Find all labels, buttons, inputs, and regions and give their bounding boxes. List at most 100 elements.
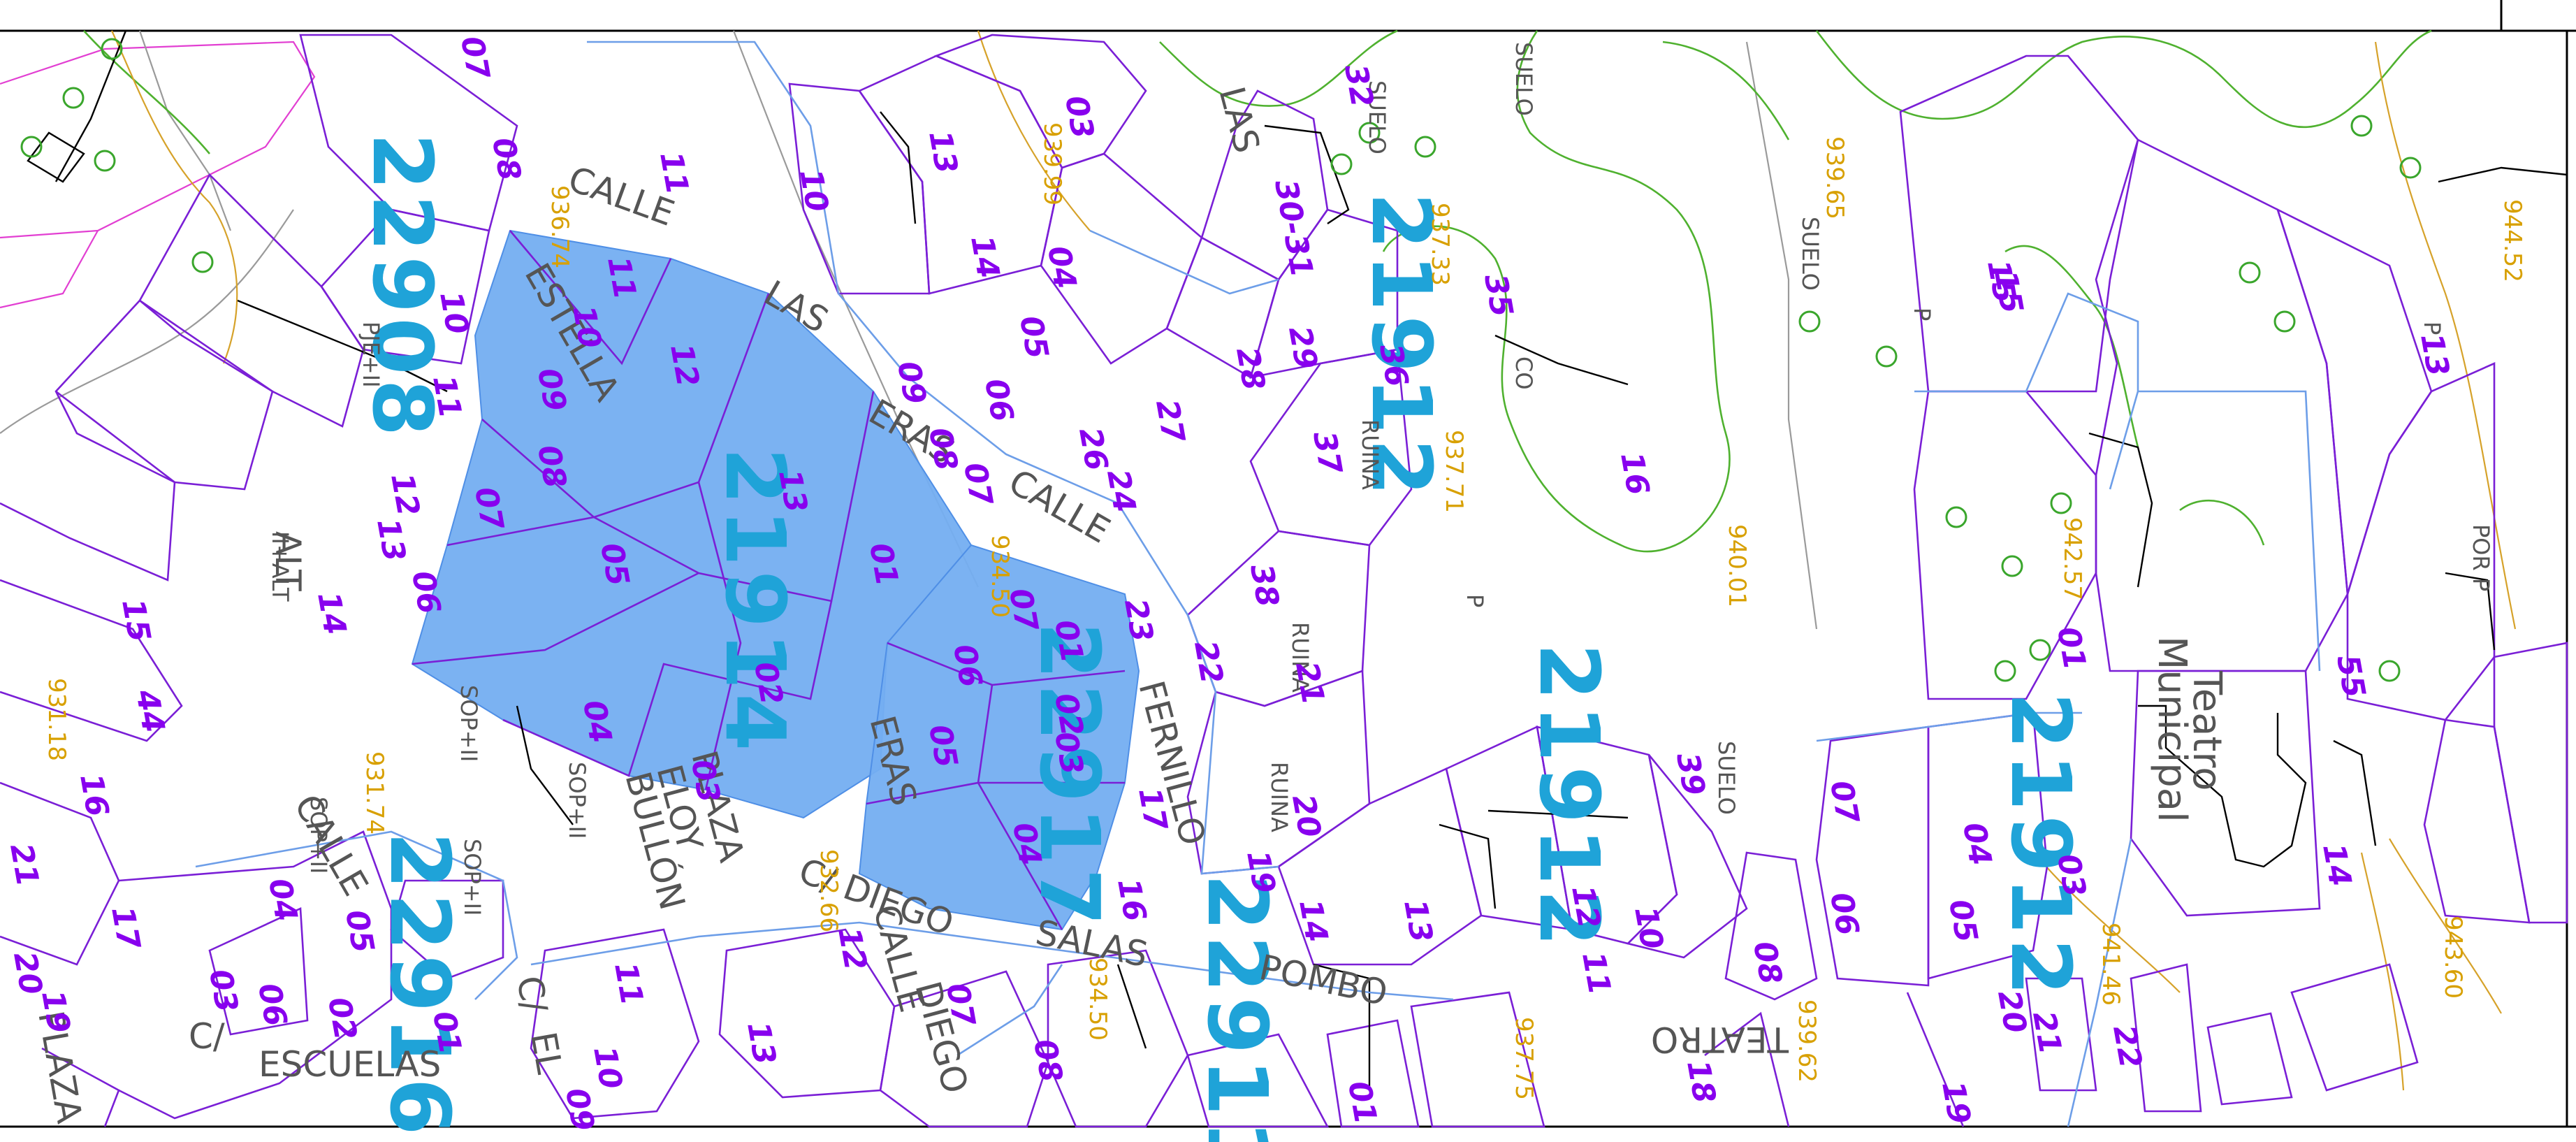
elevation-14: 939.62 <box>1793 999 1821 1083</box>
plot-number-69: 14 <box>1292 897 1334 945</box>
plot-number-8: 44 <box>129 686 171 735</box>
block-21912-north: 21912 <box>1353 192 1450 500</box>
land-use-9: SOP+II <box>305 797 332 874</box>
plot-number-82: 15 <box>1980 257 2023 305</box>
elevation-16: 943.60 <box>2439 916 2467 999</box>
plot-number-14: 03 <box>202 967 245 1015</box>
plot-number-95: 01 <box>1341 1078 1383 1127</box>
plot-number-37: 01 <box>1047 617 1090 665</box>
block-21914: 21914 <box>707 447 803 756</box>
plot-number-13: 17 <box>104 904 147 953</box>
plot-number-42: 13 <box>922 128 964 176</box>
plot-number-11: 20 <box>6 949 49 997</box>
street-teatro: TEATRO <box>1651 1019 1789 1060</box>
plot-number-1: 08 <box>485 135 527 183</box>
land-use-1: SUELO <box>1797 217 1824 291</box>
plot-number-83: 13 <box>2413 331 2456 379</box>
block-22916: 22916 <box>372 832 468 1140</box>
elevation-9: 931.18 <box>43 678 71 761</box>
plot-number-28: 05 <box>593 540 636 588</box>
plot-number-100: 22 <box>2106 1022 2148 1071</box>
block-22917: 22917 <box>1021 622 1118 930</box>
block-22911: 22911 <box>1189 874 1286 1142</box>
land-use-12: PJE+II <box>358 321 384 388</box>
plot-number-84: 55 <box>2329 652 2372 700</box>
plot-number-73: 10 <box>1627 904 1670 952</box>
plot-number-79: 04 <box>1956 820 1998 868</box>
plot-number-49: 08 <box>922 425 964 473</box>
plot-number-77: 06 <box>1823 890 1865 938</box>
elevation-8: 934.50 <box>986 535 1014 618</box>
plot-number-0: 07 <box>453 34 496 82</box>
plot-number-9: 16 <box>73 771 115 819</box>
theatre-outline <box>2138 704 2307 868</box>
elevation-points: 936.74939.99937.33939.65944.52937.71940.… <box>43 122 2526 1100</box>
landmark-labels: Teatro Municipal <box>2149 636 2229 823</box>
block-22908: 22908 <box>354 133 451 441</box>
plot-number-34: 06 <box>946 642 989 690</box>
plot-number-97: 19 <box>1935 1078 1977 1127</box>
plot-number-20: 11 <box>600 254 643 302</box>
plot-number-40: 11 <box>653 149 695 197</box>
elevation-12: 934.50 <box>1084 957 1112 1041</box>
block-21912-middle: 21912 <box>1521 643 1617 951</box>
plot-number-57: 32 <box>1337 62 1380 110</box>
plot-number-65: 20 <box>1285 792 1327 840</box>
plot-number-50: 07 <box>956 460 999 509</box>
plot-number-47: 09 <box>890 359 933 407</box>
plot-number-31: 02 <box>747 659 789 707</box>
plot-number-23: 08 <box>530 442 573 491</box>
plot-number-67: 16 <box>1110 876 1153 924</box>
street-el: EL <box>523 1029 569 1077</box>
plot-number-55: 29 <box>1281 324 1324 372</box>
elevation-4: 944.52 <box>2498 199 2526 282</box>
land-use-labels: SUELOSUELOSUELOSUELORUINARUINARUINASOP+I… <box>267 42 2494 916</box>
plot-number-98: 20 <box>1991 988 2033 1036</box>
elevation-15: 941.46 <box>2097 923 2125 1006</box>
plot-number-12: 19 <box>34 988 77 1036</box>
plot-number-86: 16 <box>1613 449 1656 498</box>
elevation-2: 937.33 <box>1426 203 1454 286</box>
municipal-label: Municipal <box>2149 636 2195 823</box>
plot-number-91: 07 <box>939 981 982 1029</box>
plot-number-53: 27 <box>1149 397 1191 446</box>
land-use-13: POR P <box>2468 524 2494 591</box>
plot-number-74: 08 <box>1746 939 1789 987</box>
land-use-6: RUINA <box>1266 762 1293 832</box>
plot-number-30: 03 <box>684 757 727 805</box>
land-use-7: SOP+II <box>456 685 482 762</box>
plot-number-58: 36 <box>1372 341 1415 389</box>
plot-number-68: 19 <box>1239 848 1282 896</box>
land-use-17: P <box>2419 321 2445 335</box>
land-use-3: SUELO <box>1713 741 1740 815</box>
plot-number-22: 09 <box>530 366 573 414</box>
plot-number-66: 17 <box>1131 785 1174 834</box>
tree-icons <box>20 38 2422 682</box>
elevation-1: 939.99 <box>1038 122 1066 205</box>
plot-number-35: 05 <box>922 722 964 770</box>
land-use-8: SOP+II <box>564 762 590 839</box>
plot-number-38: 02 <box>1047 691 1090 739</box>
land-use-14: CO <box>1511 356 1537 390</box>
plot-number-18: 04 <box>261 876 304 924</box>
elevation-0: 936.74 <box>546 185 574 268</box>
plot-number-41: 10 <box>792 166 835 215</box>
plot-number-45: 04 <box>1040 243 1083 291</box>
plot-number-25: 06 <box>405 568 447 616</box>
plot-number-48: 06 <box>977 376 1020 424</box>
plot-number-63: 22 <box>1187 638 1230 686</box>
land-use-10: SOP+II <box>459 839 486 916</box>
plot-number-64: 21 <box>1288 659 1331 707</box>
plot-number-39: 03 <box>1047 729 1090 777</box>
street-escuelas: ESCUELAS <box>259 1044 441 1085</box>
land-use-5: RUINA <box>1287 622 1314 693</box>
plot-number-15: 06 <box>251 981 293 1029</box>
plot-number-7: 15 <box>115 596 157 644</box>
plot-number-51: 26 <box>1072 425 1114 473</box>
plot-number-96: 18 <box>1680 1057 1722 1106</box>
land-use-15: P <box>1462 594 1488 607</box>
plot-number-19: 05 <box>338 907 381 955</box>
plot-number-89: 12 <box>831 925 873 973</box>
plot-number-4: 12 <box>384 470 426 519</box>
